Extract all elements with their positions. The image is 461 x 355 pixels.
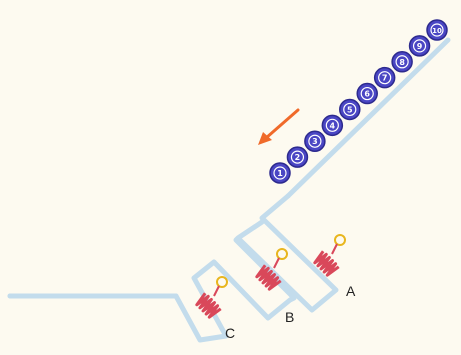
ball-number: 9 [417, 42, 423, 51]
ball-circle [304, 130, 326, 152]
hook-ring-icon [216, 276, 228, 288]
ball-number: 5 [347, 105, 353, 114]
ball-8: 8 [391, 51, 413, 73]
ball-inner-ring [378, 71, 392, 85]
spring-b: B [255, 248, 294, 325]
ball-number: 10 [432, 27, 442, 35]
ball-9: 9 [408, 35, 431, 57]
ball-7: 7 [373, 66, 396, 89]
ball-circle [339, 98, 361, 121]
ball-circle [321, 114, 344, 137]
ball-circle [391, 51, 413, 73]
ball-6: 6 [356, 82, 378, 105]
ball-inner-ring [430, 23, 444, 37]
spring-a: A [313, 234, 356, 299]
spring-connector [331, 243, 338, 255]
spring-coil [313, 250, 340, 277]
ball-inner-ring [273, 166, 287, 180]
spring-connector [273, 257, 280, 269]
ball-circle [373, 66, 396, 89]
ball-circle [356, 82, 378, 105]
arrow-shaft [264, 108, 300, 140]
ball-number: 6 [364, 90, 370, 99]
balls-group: 1 2 3 4 5 6 7 8 9 10 [269, 19, 448, 184]
hook-ring-icon [334, 234, 346, 246]
ball-number: 1 [277, 169, 283, 178]
spring-connector [213, 285, 220, 297]
ball-circle [286, 146, 309, 168]
ball-inner-ring [308, 134, 322, 148]
ball-3: 3 [304, 130, 326, 152]
direction-arrow [258, 108, 300, 145]
ball-number: 7 [382, 74, 388, 83]
ball-number: 8 [399, 58, 405, 67]
ball-circle [269, 162, 291, 184]
ball-inner-ring [412, 39, 427, 53]
ball-number: 2 [295, 153, 301, 162]
arrowhead-icon [258, 132, 272, 145]
ball-circle [408, 35, 431, 57]
hook-ring-icon [276, 248, 288, 260]
spring-label: C [225, 325, 235, 341]
ball-inner-ring [325, 118, 339, 132]
ball-1: 1 [269, 162, 291, 184]
ball-inner-ring [343, 102, 357, 117]
ball-10: 10 [426, 19, 448, 41]
spring-coil [195, 292, 222, 319]
spring-c: C [195, 276, 235, 341]
ball-5: 5 [339, 98, 361, 121]
spring-label: A [346, 283, 356, 299]
incline-rail [285, 37, 451, 199]
ball-inner-ring [395, 55, 409, 69]
ball-2: 2 [286, 146, 309, 168]
ball-inner-ring [360, 86, 374, 101]
ball-number: 4 [330, 121, 336, 130]
ball-4: 4 [321, 114, 344, 137]
springs-group: A B C [195, 234, 356, 341]
spring-coil [255, 264, 282, 291]
spring-label: B [285, 309, 294, 325]
ball-number: 3 [312, 137, 318, 146]
ball-circle [426, 19, 448, 41]
ball-inner-ring [290, 150, 305, 164]
